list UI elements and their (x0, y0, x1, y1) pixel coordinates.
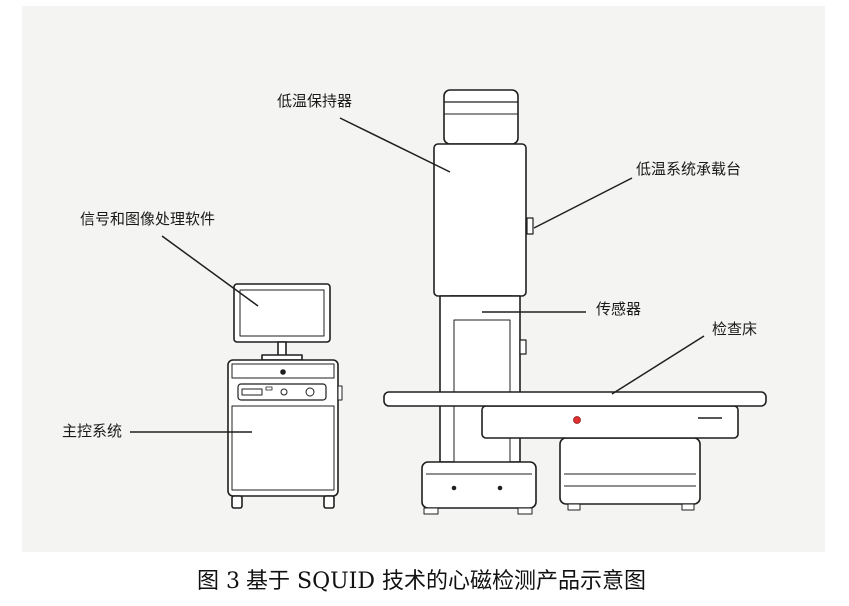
column-base (421, 461, 537, 509)
label-sensor: 传感器 (596, 300, 642, 318)
red-indicator (573, 416, 581, 424)
cryostat-assembly (421, 89, 537, 515)
cryostat-cap (443, 89, 519, 145)
cryostat-body (433, 143, 527, 297)
squid-product-drawing (130, 89, 767, 515)
cabinet-panel (237, 383, 327, 401)
bed-lower-unit (559, 437, 701, 505)
label-main-control: 主控系统 (62, 422, 123, 440)
figure-number: 图 3 (197, 569, 241, 594)
label-cryostat: 低温保持器 (277, 92, 353, 110)
label-bed: 检查床 (712, 320, 758, 338)
label-cryo-support: 低温系统承载台 (636, 160, 742, 178)
control-cabinet (227, 283, 343, 509)
diagram-figure: 低温保持器 低温系统承载台 信号和图像处理软件 传感器 检查床 主控系统 (22, 6, 825, 552)
bed-top (383, 391, 767, 407)
caption-text: 基于 SQUID 技术的心磁检测产品示意图 (246, 569, 646, 594)
leader-lines (130, 117, 705, 433)
monitor-stand (277, 341, 287, 357)
bed-frame (481, 405, 739, 439)
exam-bed (383, 391, 767, 511)
label-software: 信号和图像处理软件 (80, 210, 216, 228)
